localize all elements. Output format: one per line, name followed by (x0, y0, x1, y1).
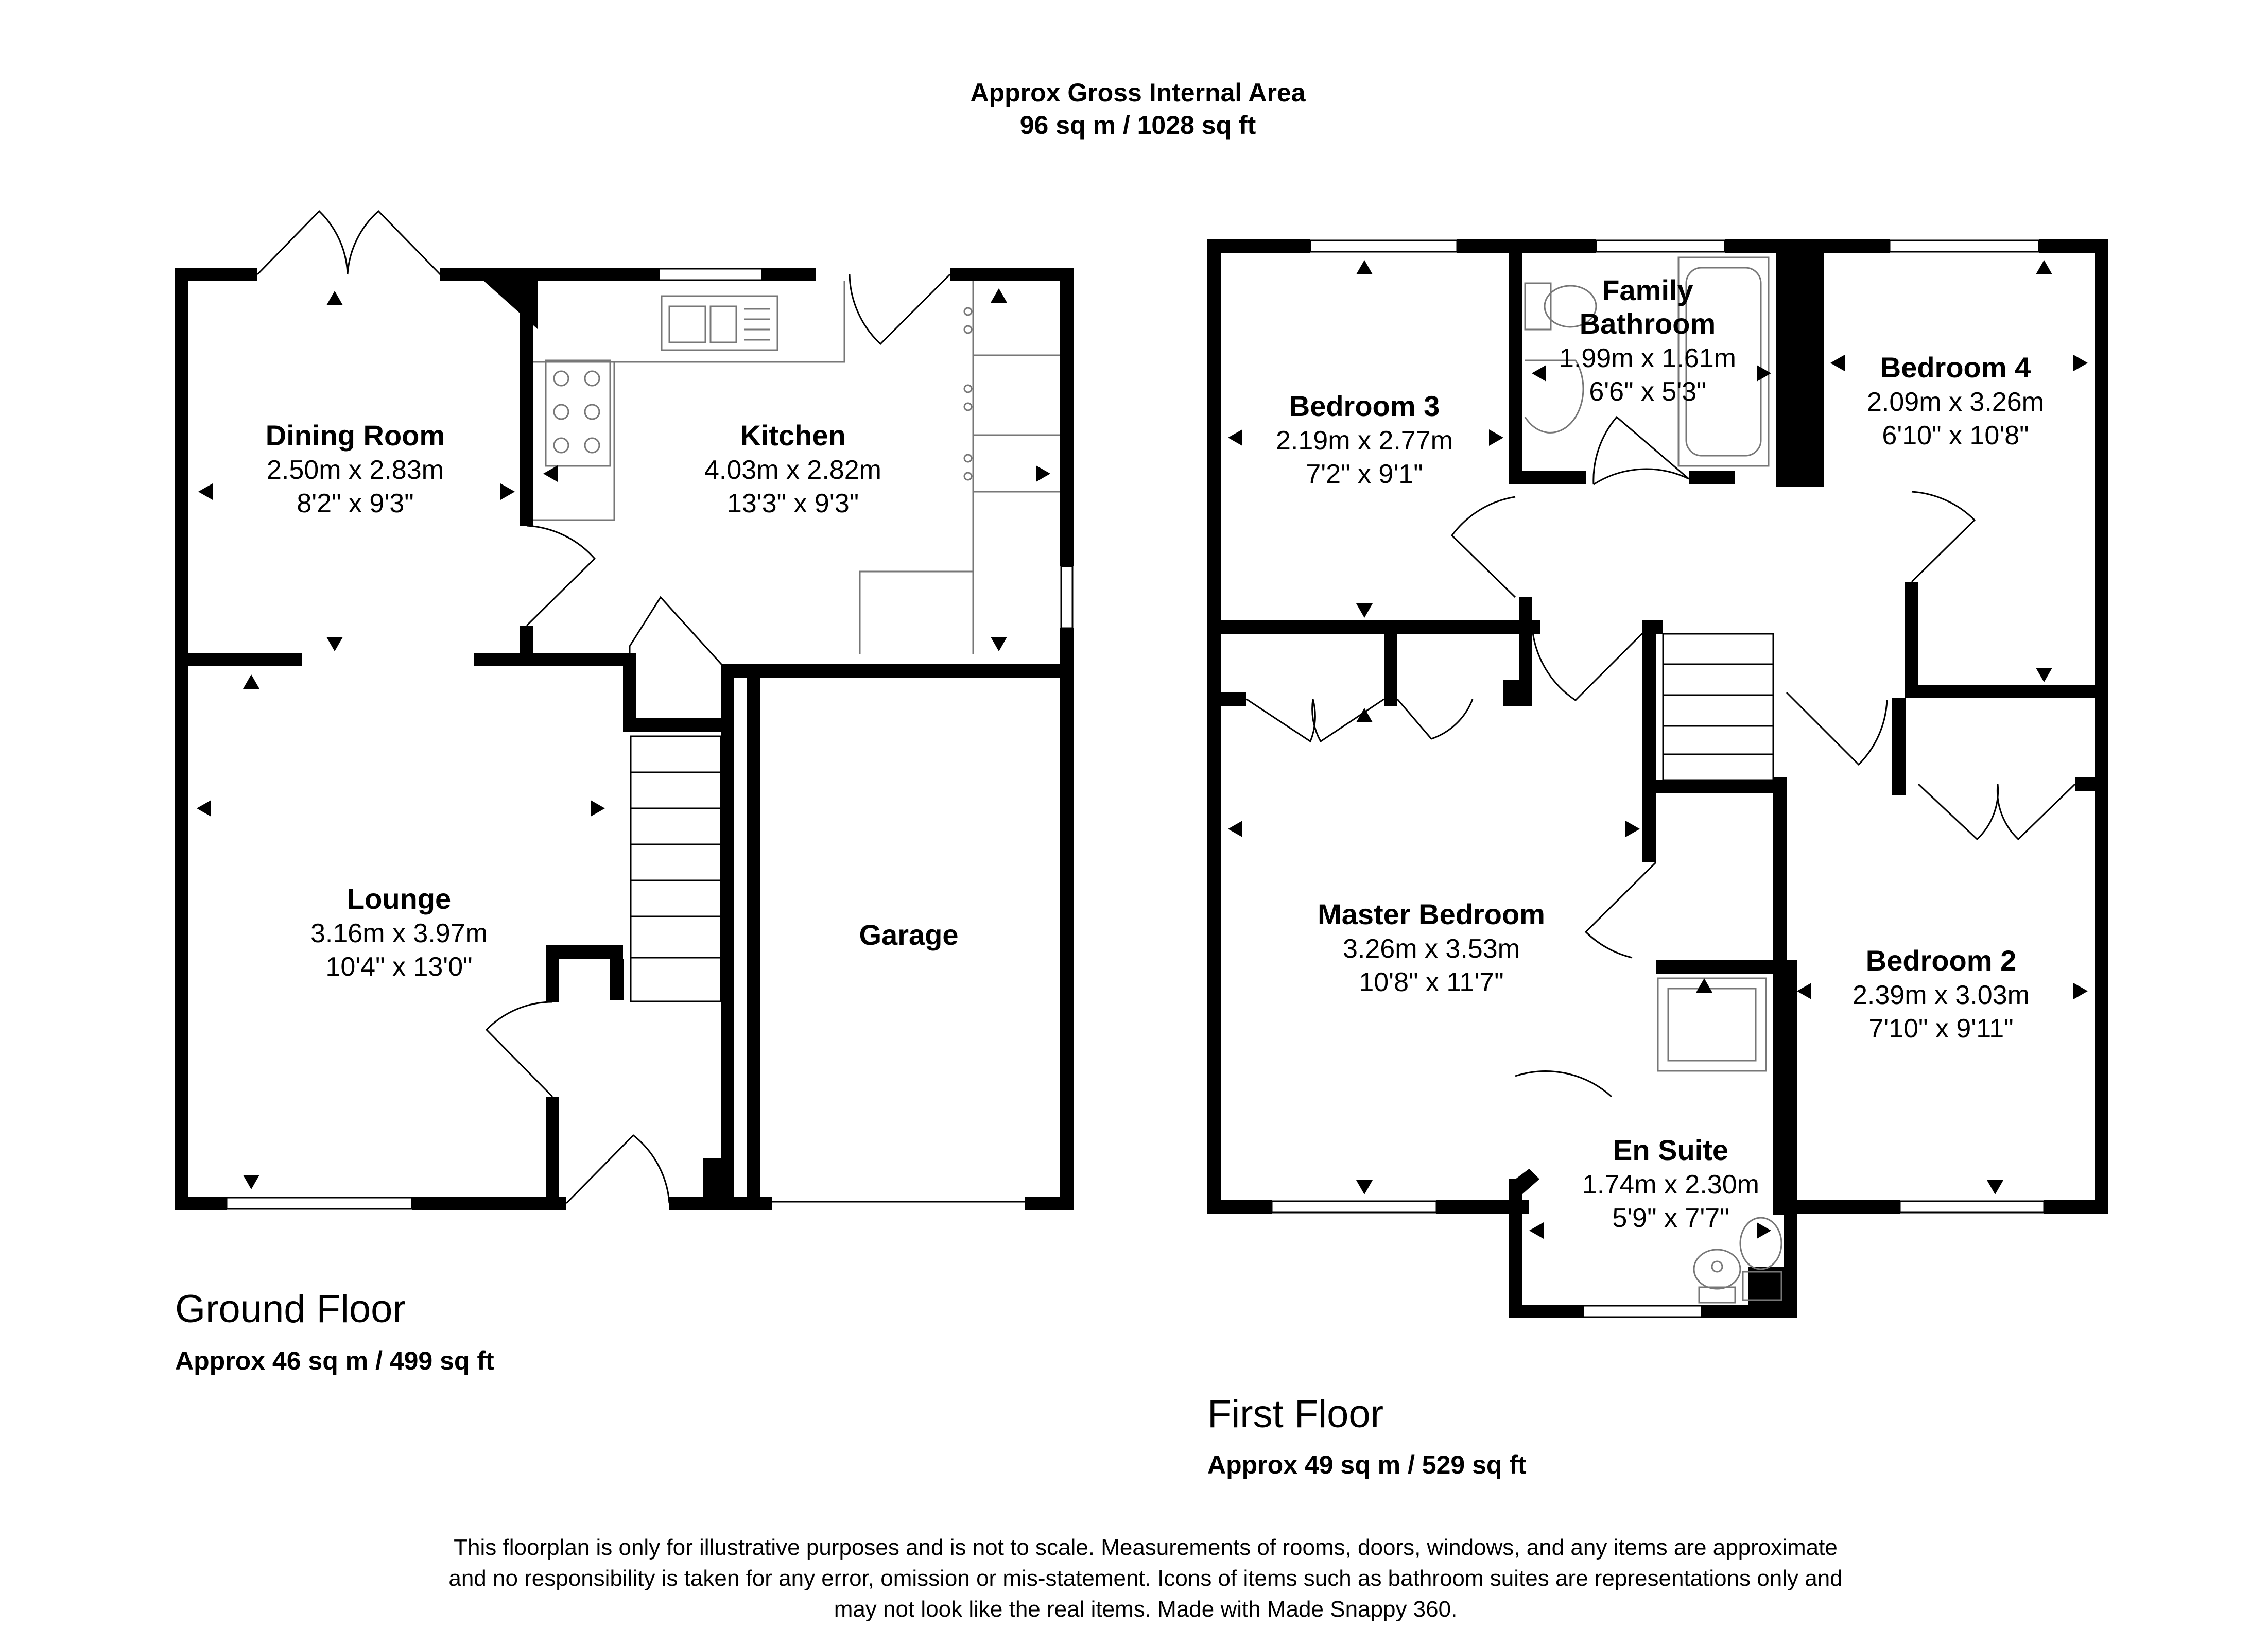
disclaimer-line-3: may not look like the real items. Made w… (834, 1597, 1458, 1622)
header-title: Approx Gross Internal Area (970, 78, 1306, 107)
master-bedroom-imperial: 10'8" x 11'7" (1359, 967, 1503, 997)
bedroom-2-name: Bedroom 2 (1866, 944, 2017, 977)
bedroom-3-metric: 2.19m x 2.77m (1276, 426, 1453, 456)
bathroom-metric: 1.99m x 1.61m (1559, 343, 1736, 373)
bedroom-4-imperial: 6'10" x 10'8" (1882, 421, 2029, 451)
kitchen-name: Kitchen (740, 419, 845, 452)
ground-floor-title: Ground Floor (175, 1287, 406, 1331)
ground-floor-area: Approx 46 sq m / 499 sq ft (175, 1346, 494, 1375)
bedroom-3-imperial: 7'2" x 9'1" (1306, 459, 1423, 489)
bedroom-4-name: Bedroom 4 (1880, 351, 2031, 384)
bedroom-3-name: Bedroom 3 (1289, 390, 1440, 422)
dining-room-imperial: 8'2" x 9'3" (297, 489, 413, 518)
kitchen-metric: 4.03m x 2.82m (704, 455, 881, 485)
master-bedroom-metric: 3.26m x 3.53m (1343, 934, 1520, 964)
bedroom-4-metric: 2.09m x 3.26m (1867, 387, 2044, 417)
first-floor-title: First Floor (1207, 1392, 1383, 1436)
lounge-name: Lounge (347, 882, 451, 915)
lounge-imperial: 10'4" x 13'0" (325, 952, 472, 982)
en-suite-name: En Suite (1613, 1134, 1728, 1166)
en-suite-imperial: 5'9" x 7'7" (1612, 1203, 1729, 1233)
dining-room-name: Dining Room (266, 419, 445, 452)
bathroom-imperial: 6'6" x 5'3" (1589, 377, 1706, 407)
dining-room-metric: 2.50m x 2.83m (267, 455, 444, 485)
first-floor-plan: Bedroom 3 2.19m x 2.77m 7'2" x 9'1" Fami… (1207, 239, 2108, 1318)
header-area: 96 sq m / 1028 sq ft (1020, 111, 1256, 140)
lounge-metric: 3.16m x 3.97m (310, 919, 488, 948)
kitchen-imperial: 13'3" x 9'3" (727, 489, 859, 518)
bathroom-name-1: Family (1602, 274, 1693, 306)
master-bedroom-name: Master Bedroom (1318, 898, 1545, 930)
bathroom-name-2: Bathroom (1580, 307, 1716, 340)
disclaimer-line-1: This floorplan is only for illustrative … (454, 1535, 1838, 1560)
garage-name: Garage (859, 919, 959, 951)
en-suite-metric: 1.74m x 2.30m (1582, 1170, 1759, 1200)
bedroom-2-metric: 2.39m x 3.03m (1853, 980, 2030, 1010)
disclaimer-line-2: and no responsibility is taken for any e… (448, 1566, 1842, 1591)
ground-floor-plan: Dining Room 2.50m x 2.83m 8'2" x 9'3" Ki… (175, 210, 1074, 1210)
first-floor-area: Approx 49 sq m / 529 sq ft (1207, 1450, 1527, 1479)
bedroom-2-imperial: 7'10" x 9'11" (1868, 1014, 2013, 1044)
